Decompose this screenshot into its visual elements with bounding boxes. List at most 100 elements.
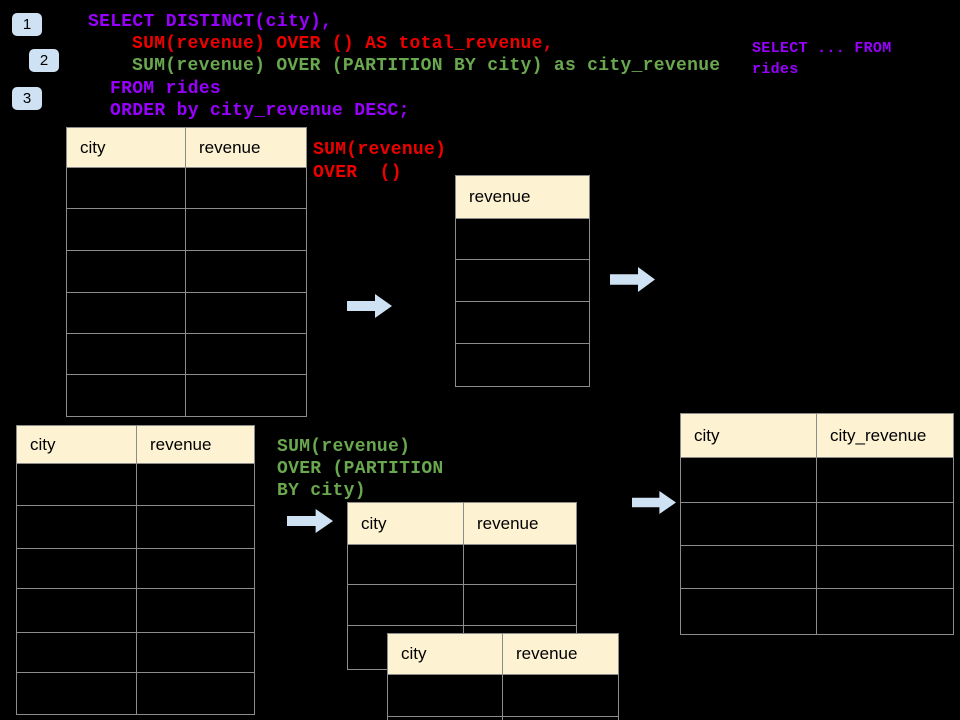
step-badge-3: 3 [12,87,42,110]
right-arrow-icon [610,267,655,292]
table-cell-empty [817,458,953,502]
column-header-revenue: revenue [464,503,576,544]
table-cell-empty [456,219,589,259]
table-cell-empty [681,458,817,502]
table-row [17,673,254,714]
table-row [67,334,306,375]
step-badge-label: 2 [39,52,49,69]
right-arrow-icon [632,491,676,514]
table-cell-empty [137,464,254,505]
table-cell-empty [681,546,817,588]
table-cell-empty [17,506,137,548]
table-cell-empty [456,302,589,343]
table-cell-empty [17,464,137,505]
table-cell-empty [817,589,953,634]
table-cell-empty [17,549,137,588]
table-row [681,503,953,546]
table-cell-empty [503,675,618,716]
table-cell-empty [67,168,186,208]
table-cell-empty [464,545,576,584]
table-cell-empty [348,545,464,584]
flow-arrow-4 [632,491,676,519]
table-cell-empty [348,585,464,625]
table-cell-empty [681,589,817,634]
table-cell-empty [137,673,254,714]
table-row [67,375,306,416]
table-row [17,589,254,633]
column-header-city: city [17,426,137,463]
table-row [388,675,618,717]
step-badge-label: 3 [22,90,32,107]
table-row [17,464,254,506]
table-cell-empty [17,589,137,632]
flow-arrow-1 [347,294,392,323]
step-badge-label: 1 [22,16,32,33]
sql-code-line-5: ORDER by city_revenue DESC; [110,101,410,121]
table-cell-empty [67,251,186,292]
table-cell-empty [17,633,137,672]
total-revenue-result-table: revenue [455,175,590,387]
table-row [17,633,254,673]
table-cell-empty [137,589,254,632]
table-cell-empty [137,633,254,672]
sql-code-line-4: FROM rides [110,79,222,99]
sql-code-line-3: SUM(revenue) OVER (PARTITION BY city) as… [132,56,721,76]
column-header-city: city [388,634,503,674]
table-cell-empty [681,503,817,545]
table-row [456,302,589,344]
table-row [456,219,589,260]
table-cell-empty [186,375,306,416]
table-header-row: revenue [456,176,589,219]
table-row [456,260,589,302]
right-arrow-icon [287,509,333,533]
table-cell-empty [456,260,589,301]
total-revenue-annotation: SUM(revenue) OVER () [313,140,447,183]
table-cell-empty [67,375,186,416]
sql-code-line-1: SELECT DISTINCT(city), [88,12,333,32]
table-row [67,251,306,293]
column-header-revenue: revenue [456,176,589,218]
from-rides-annotation: SELECT ... FROM rides [752,40,892,78]
table-cell-empty [186,168,306,208]
column-header-city: city [681,414,817,457]
column-header-city: city [67,128,186,167]
table-row [681,458,953,503]
table-cell-empty [186,334,306,374]
table-cell-empty [67,334,186,374]
table-row [681,546,953,589]
table-cell-empty [388,717,503,720]
table-row [348,545,576,585]
table-row [456,344,589,386]
table-cell-empty [817,503,953,545]
table-row [17,549,254,589]
column-header-city: city [348,503,464,544]
table-cell-empty [456,344,589,386]
step-badge-1: 1 [12,13,42,36]
table-cell-empty [67,209,186,250]
table-row [67,209,306,251]
table-row [348,585,576,626]
partition-annotation: SUM(revenue) OVER (PARTITION BY city) [277,437,444,501]
column-header-revenue: revenue [186,128,306,167]
table-cell-empty [186,209,306,250]
table-row [681,589,953,634]
column-header-revenue: revenue [503,634,618,674]
step-badge-2: 2 [29,49,59,72]
column-header-revenue: revenue [137,426,254,463]
flow-arrow-2 [610,267,655,297]
table-row [388,717,618,720]
table-cell-empty [388,675,503,716]
table-cell-empty [67,293,186,333]
table-row [17,506,254,549]
table-cell-empty [17,673,137,714]
column-header-city_revenue: city_revenue [817,414,953,457]
table-cell-empty [137,506,254,548]
